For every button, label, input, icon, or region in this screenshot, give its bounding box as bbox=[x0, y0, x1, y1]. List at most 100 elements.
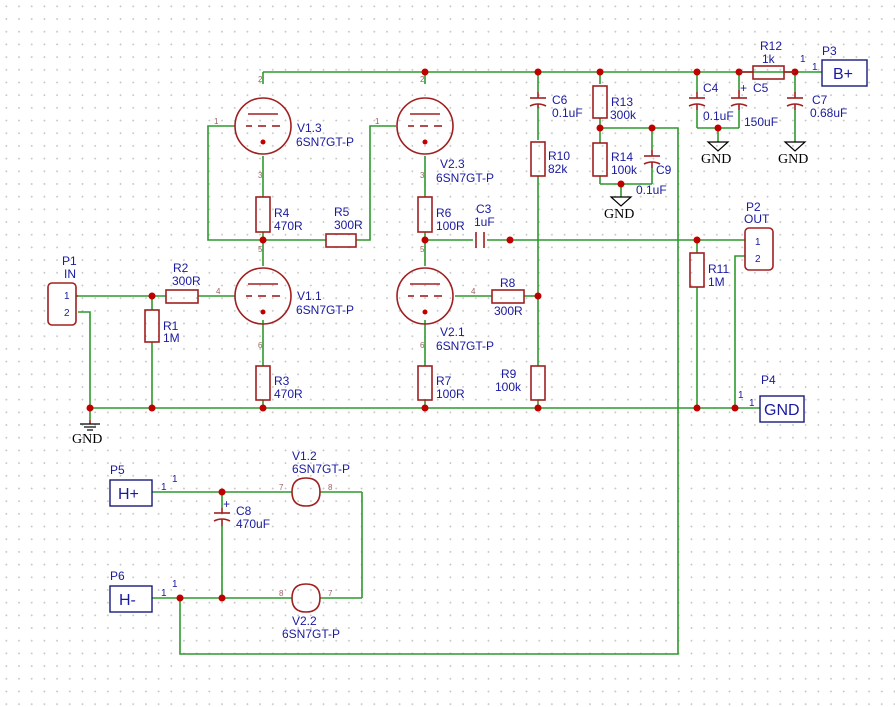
ref-label: R12 bbox=[760, 39, 782, 53]
junction-dot bbox=[218, 488, 226, 496]
port-p5-h-plus[interactable]: H+ P5 1 1 bbox=[109, 463, 178, 507]
resistor-r6[interactable]: R6 100R bbox=[417, 196, 465, 233]
resistor-r11[interactable]: R11 1M bbox=[689, 252, 729, 289]
ref-label: R2 bbox=[173, 261, 189, 275]
junction-dot bbox=[693, 404, 701, 412]
value-label: 6SN7GT-P bbox=[436, 171, 494, 185]
ref-label: R7 bbox=[436, 374, 452, 388]
port-p6-h-minus[interactable]: H- P6 1 1 bbox=[109, 569, 178, 613]
pin-number: 2 bbox=[420, 75, 425, 84]
port-p4-gnd[interactable]: GND P4 1 1 bbox=[738, 373, 805, 423]
value-label: 100R bbox=[436, 219, 465, 233]
value-label: OUT bbox=[744, 212, 770, 226]
value-label: 100R bbox=[436, 387, 465, 401]
value-label: 0.1uF bbox=[636, 183, 667, 197]
pin-number: 3 bbox=[420, 171, 425, 180]
ref-label: P6 bbox=[110, 569, 125, 583]
junction-dot bbox=[714, 124, 722, 132]
resistor-r12[interactable]: R12 1k bbox=[739, 39, 795, 80]
junction-dot bbox=[506, 236, 514, 244]
pin-number: 1 bbox=[738, 390, 744, 401]
tube-v2-1[interactable]: 5 4 6 V2.1 6SN7GT-P bbox=[396, 245, 494, 353]
tube-v1-1[interactable]: 5 4 6 V1.1 6SN7GT-P bbox=[216, 245, 354, 350]
ref-label: R4 bbox=[274, 206, 290, 220]
pin-number: 1 bbox=[161, 482, 167, 493]
value-label: 300R bbox=[172, 274, 201, 288]
tube-v1-3[interactable]: 2 1 3 V1.3 6SN7GT-P bbox=[214, 75, 354, 180]
resistor-r5[interactable]: R5 300R bbox=[325, 205, 363, 248]
pin-number: 2 bbox=[258, 75, 263, 84]
resistor-r8[interactable]: R8 300R bbox=[491, 276, 525, 318]
connector-p1[interactable]: 1 2 P1 IN bbox=[47, 254, 78, 326]
value-label: 470R bbox=[274, 387, 303, 401]
value-label: 100k bbox=[495, 380, 522, 394]
polarity-mark: + bbox=[223, 497, 230, 511]
junction-dot bbox=[534, 292, 542, 300]
tube-v2-3[interactable]: 2 1 3 V2.3 6SN7GT-P bbox=[375, 75, 494, 185]
ref-label: P4 bbox=[761, 373, 776, 387]
value-label: 1uF bbox=[474, 215, 495, 229]
pin-number: 1 bbox=[812, 62, 818, 73]
ref-label: P3 bbox=[822, 44, 837, 58]
ref-label: R8 bbox=[500, 276, 516, 290]
pin-number: 1 bbox=[749, 398, 755, 409]
pin-number: 1 bbox=[800, 54, 806, 65]
junction-dot bbox=[421, 404, 429, 412]
wire bbox=[78, 311, 91, 408]
ref-label: R6 bbox=[436, 206, 452, 220]
ground-label: GND bbox=[778, 152, 808, 167]
capacitor-c8[interactable]: + C8 470uF bbox=[213, 497, 270, 531]
pin-number: 1 bbox=[755, 237, 761, 248]
resistor-r13[interactable]: R13 300k bbox=[592, 85, 637, 122]
pin-number: 5 bbox=[258, 245, 263, 254]
value-label: 470R bbox=[274, 219, 303, 233]
wire bbox=[356, 125, 396, 241]
resistor-r14[interactable]: R14 100k bbox=[592, 142, 638, 177]
heater-v1-2[interactable]: 7 8 V1.2 6SN7GT-P bbox=[279, 449, 350, 507]
resistor-r7[interactable]: R7 100R bbox=[417, 365, 465, 401]
ground-symbol-r14: GND bbox=[604, 196, 634, 222]
connector-p2[interactable]: 1 2 P2 OUT bbox=[744, 200, 774, 271]
pin-number: 6 bbox=[258, 341, 263, 350]
pin-number: 1 bbox=[64, 291, 70, 302]
capacitor-c5[interactable]: + C5 150uF bbox=[730, 81, 778, 129]
capacitor-c3[interactable]: C3 1uF bbox=[474, 202, 495, 248]
resistor-r10[interactable]: R10 82k bbox=[530, 141, 570, 177]
capacitor-c4[interactable]: C4 0.1uF bbox=[688, 81, 734, 123]
ground-label: GND bbox=[701, 152, 731, 167]
value-label: 6SN7GT-P bbox=[282, 627, 340, 641]
ref-label: V1.2 bbox=[292, 449, 317, 463]
junction-dot bbox=[421, 68, 429, 76]
capacitor-c9[interactable]: C9 0.1uF bbox=[636, 150, 672, 197]
capacitor-c7[interactable]: C7 0.68uF bbox=[786, 92, 847, 120]
ref-label: C9 bbox=[656, 163, 672, 177]
ref-label: R11 bbox=[708, 262, 729, 276]
pin-number: 6 bbox=[420, 341, 425, 350]
pin-number: 7 bbox=[328, 589, 333, 598]
junction-dot bbox=[176, 594, 184, 602]
ref-label: C8 bbox=[236, 504, 252, 518]
value-label: 300k bbox=[610, 108, 637, 122]
value-label: 82k bbox=[548, 162, 568, 176]
capacitor-c6[interactable]: C6 0.1uF bbox=[529, 92, 583, 120]
resistor-r1[interactable]: R1 1M bbox=[144, 309, 180, 345]
resistor-r3[interactable]: R3 470R bbox=[255, 365, 303, 401]
junction-dot bbox=[648, 124, 656, 132]
resistor-r9[interactable]: R9 100k bbox=[495, 365, 546, 401]
junction-dot bbox=[86, 404, 94, 412]
junction-dot bbox=[259, 236, 267, 244]
value-label: 6SN7GT-P bbox=[436, 339, 494, 353]
port-p3-b-plus[interactable]: B+ P3 1 1 bbox=[800, 44, 868, 87]
ref-label: V1.3 bbox=[297, 121, 322, 135]
value-label: 150uF bbox=[744, 115, 778, 129]
ref-label: C5 bbox=[753, 81, 769, 95]
ref-label: R10 bbox=[548, 149, 570, 163]
junction-dot bbox=[693, 236, 701, 244]
ground-symbol-c7: GND bbox=[778, 141, 808, 167]
port-label: H+ bbox=[118, 486, 139, 503]
heater-v2-2[interactable]: 8 7 V2.2 6SN7GT-P bbox=[279, 583, 340, 641]
resistor-r4[interactable]: R4 470R bbox=[255, 196, 303, 233]
resistor-r2[interactable]: R2 300R bbox=[165, 261, 201, 304]
